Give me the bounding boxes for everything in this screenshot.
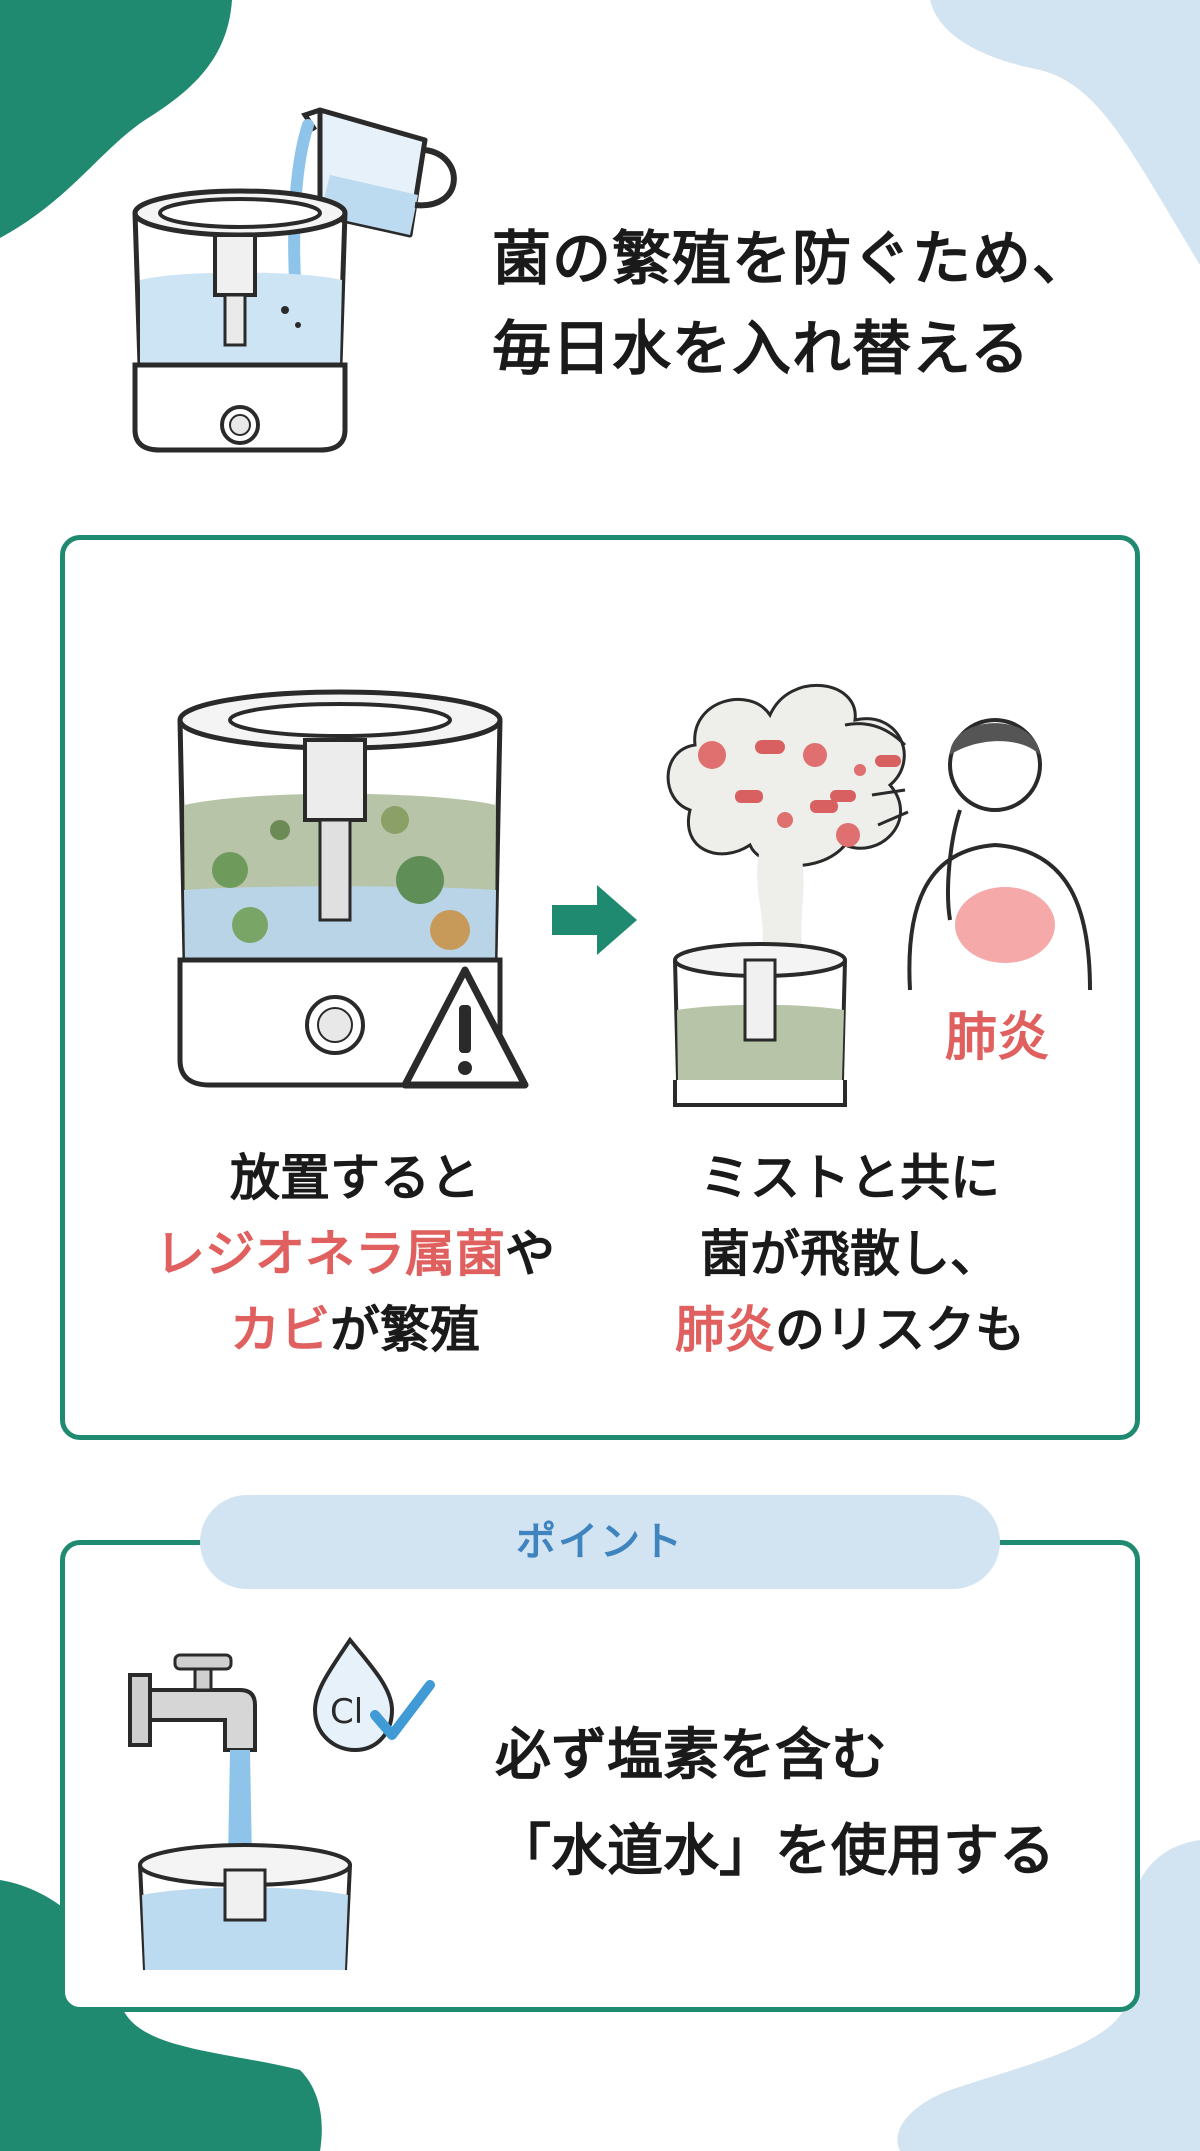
tap-water-illustration: Cl: [128, 1636, 435, 1971]
point-line-2: 「水道水」を使用する: [495, 1819, 1055, 1884]
dirty-humidifier-illustration: [177, 689, 529, 1089]
title-line-2: 毎日水を入れ替える: [492, 314, 1031, 383]
left-caption-line-1: 放置すると: [230, 1149, 480, 1207]
title-line-1: 菌の繁殖を防ぐため、: [492, 224, 1093, 293]
bacteria-icon: [698, 741, 726, 769]
humidifier-icon: [673, 942, 847, 1107]
point-line-1: 必ず塩素を含む: [495, 1723, 887, 1788]
faucet-icon: [128, 1653, 257, 1752]
right-caption-line-2: 菌が飛散し、: [700, 1225, 1000, 1283]
point-badge: ポイント: [200, 1495, 1000, 1589]
chlorine-symbol: Cl: [330, 1692, 363, 1732]
pitcher-icon: [301, 107, 457, 238]
corner-blob-top-left: [0, 0, 232, 238]
mold-text: カビ: [230, 1301, 330, 1359]
mist-spreading-illustration: [666, 683, 1092, 1107]
page-title: 菌の繁殖を防ぐため、 毎日水を入れ替える: [492, 214, 1172, 394]
bacteria-icon: [803, 743, 827, 767]
pneumonia-text: 肺炎: [675, 1301, 775, 1359]
humidifier-refill-illustration: [132, 107, 457, 453]
left-caption-line-2: レジオネラ属菌や: [155, 1225, 555, 1283]
warning-icon: [401, 966, 529, 1089]
left-caption: 放置すると レジオネラ属菌や カビが繁殖: [155, 1140, 555, 1368]
check-icon: [370, 1680, 435, 1740]
corner-blob-top-right: [930, 0, 1200, 265]
humidifier-icon: [177, 689, 503, 1088]
left-caption-line-3: カビが繁殖: [230, 1301, 480, 1359]
right-caption: ミストと共に 菌が飛散し、 肺炎のリスクも: [650, 1140, 1050, 1368]
legionella-text: レジオネラ属菌: [155, 1225, 505, 1283]
chlorine-drop-icon: Cl: [312, 1636, 395, 1753]
point-text: 必ず塩素を含む 「水道水」を使用する: [495, 1708, 1055, 1900]
arrow-right-icon: [552, 885, 637, 955]
corner-blob-bottom-right: [897, 1840, 1200, 2151]
coughing-person-icon: [907, 718, 1092, 991]
bacteria-cloud: [666, 683, 906, 960]
pneumonia-label: 肺炎: [945, 1008, 1050, 1068]
right-caption-line-1: ミストと共に: [700, 1149, 1000, 1207]
humidifier-icon: [132, 188, 348, 453]
right-caption-line-3: 肺炎のリスクも: [675, 1301, 1025, 1359]
